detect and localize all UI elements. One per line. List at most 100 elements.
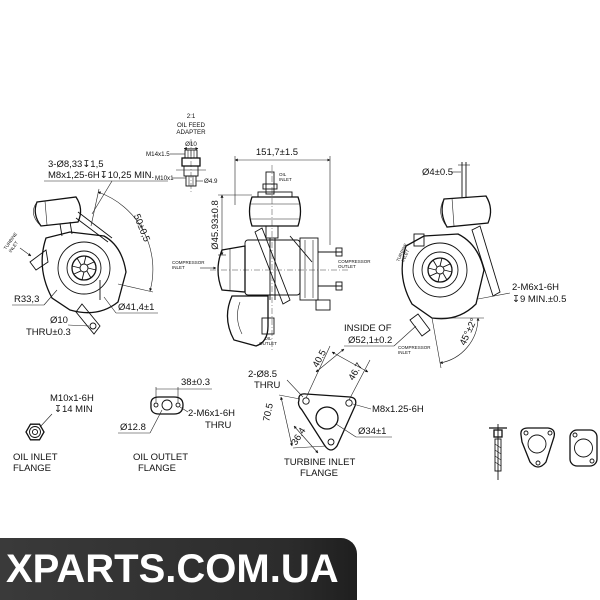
left-compressor-wheel bbox=[71, 255, 97, 281]
actuator-cap bbox=[257, 191, 293, 198]
oil-outlet-caption-line1: OIL OUTLET bbox=[133, 452, 188, 463]
right-actuator-bands bbox=[440, 197, 455, 228]
side-compressor-outlet-tag-line1: COMPRESSOR bbox=[338, 259, 371, 264]
oil-outlet-thread-leader bbox=[179, 406, 189, 413]
arc-extension-bottom bbox=[117, 283, 154, 293]
right-housing-outline bbox=[401, 233, 485, 320]
oil-inlet-flange: M10x1-6H ↧14 MIN OIL INLET FLANGE bbox=[13, 393, 94, 474]
flange-dim-label-d: 36.4 bbox=[289, 426, 308, 448]
flange-extension-c-top bbox=[278, 394, 301, 400]
oil-inlet-tag-line2: INLET bbox=[279, 177, 292, 182]
side-view: 151,7±1.5 Ø45.93±0.8 OIL INLET COMPRESSO… bbox=[172, 147, 371, 350]
adapter-diameter-label: Ø10 bbox=[185, 141, 197, 148]
outlet-lower-block bbox=[315, 299, 331, 311]
left-turbine-inlet-tab bbox=[29, 249, 49, 271]
turbine-volute bbox=[226, 295, 269, 347]
compressor-housing-side bbox=[217, 245, 246, 293]
actuator-stem bbox=[265, 225, 279, 239]
oil-outlet-diameter-label: Ø12.8 bbox=[120, 422, 146, 433]
right-view: Ø4±0.5 TURBINE INLET COMPRESSOR INLET IN… bbox=[344, 162, 566, 369]
turbine-flange-thru-label: THRU bbox=[254, 380, 281, 391]
adapter-bottom-thread-hatch bbox=[188, 176, 194, 186]
outlet-studs bbox=[318, 251, 342, 287]
oil-outlet-thru-label: THRU bbox=[205, 420, 232, 431]
flange-dim-label-a: 40.5 bbox=[311, 348, 329, 369]
oil-outlet-flange-plate bbox=[150, 396, 184, 415]
right-compressor-inlet-tag-line2: INLET bbox=[398, 350, 411, 355]
flange-dimension-c bbox=[280, 396, 293, 447]
adapter-scale: 2:1 bbox=[187, 113, 196, 120]
flange-dimension-b bbox=[331, 351, 369, 373]
oil-pipe-bolt-head bbox=[493, 429, 503, 438]
accessories bbox=[489, 424, 598, 480]
wastegate-actuator bbox=[248, 196, 302, 227]
inside-diameter-leader bbox=[393, 325, 417, 347]
angle-arc-dimension bbox=[439, 317, 480, 364]
left-wheel-blades bbox=[71, 255, 97, 281]
turbine-flange-diameter-leader bbox=[335, 423, 357, 438]
gasket-square-hole-2 bbox=[589, 458, 595, 464]
adapter-top-thread-label: M14x1.5 bbox=[146, 151, 170, 158]
oil-inlet-hole bbox=[31, 428, 39, 436]
gasket-square-hole-1 bbox=[572, 432, 578, 438]
gasket-triangular-bore bbox=[527, 434, 547, 454]
turbine-flange-thread-label: M8x1.25-6H bbox=[372, 404, 424, 415]
flange-dim-label-c: 70.5 bbox=[261, 402, 276, 422]
oil-outlet-flange: 38±0.3 Ø12.8 2-M6x1-6H THRU OIL OUTLET F… bbox=[118, 377, 235, 474]
actuator-bands bbox=[250, 203, 300, 220]
gasket-triangular-hole-2 bbox=[547, 430, 553, 436]
radius-leader bbox=[43, 289, 58, 306]
right-thread-leader bbox=[477, 292, 511, 300]
side-compressor-outlet-tag-line2: OUTLET bbox=[338, 264, 356, 269]
mounting-label-leader bbox=[91, 180, 113, 215]
actuator-bracket bbox=[254, 227, 291, 305]
oil-pipe-bolt-body bbox=[494, 438, 502, 472]
gasket-triangular-hole-1 bbox=[523, 430, 529, 436]
left-tab-hole bbox=[89, 322, 97, 330]
turbine-outlet-flange bbox=[299, 237, 319, 301]
wastegate-arm bbox=[289, 235, 313, 263]
adapter-top-thread-hatch bbox=[187, 150, 195, 158]
oil-inlet-pipe bbox=[265, 171, 275, 195]
outlet-diameter-label: Ø41,4±1 bbox=[118, 302, 154, 313]
tab-hole-label: Ø10 bbox=[50, 315, 68, 326]
oil-outlet-bore bbox=[161, 399, 173, 411]
oil-inlet-bore bbox=[29, 426, 41, 438]
turbine-flange-diameter-label: Ø34±1 bbox=[358, 426, 386, 437]
watermark-text: XPARTS.COM.UA bbox=[6, 547, 339, 591]
turbine-flange-hole-bottom bbox=[327, 438, 335, 446]
oil-outlet-tag-line1: OIL bbox=[264, 336, 272, 341]
right-compressor-wheel bbox=[427, 257, 453, 283]
inside-of-label: INSIDE OF bbox=[344, 323, 392, 334]
gasket-triangular bbox=[520, 427, 556, 468]
mounting-holes-label: 3-Ø8,33↧1,5 bbox=[48, 159, 104, 170]
left-actuator-bands bbox=[33, 200, 48, 227]
flange-dim-label-b: 46.7 bbox=[346, 361, 365, 383]
oil-inlet-depth-label: ↧14 MIN bbox=[54, 404, 93, 415]
right-wheel-blades bbox=[427, 257, 453, 283]
right-thread-label: 2-M6x1-6H bbox=[512, 282, 559, 293]
oil-outlet-spacing-extensions bbox=[155, 387, 179, 402]
oil-inlet-caption-line2: FLANGE bbox=[13, 463, 51, 474]
turbine-flange-opening bbox=[315, 406, 339, 430]
oil-outlet-diameter-leader bbox=[149, 409, 163, 434]
left-oil-outlet-tab bbox=[75, 303, 101, 335]
adapter-bottom-thread-label: M10x1 bbox=[155, 175, 174, 182]
right-bottom-flange bbox=[409, 313, 431, 337]
oil-outlet-stub bbox=[261, 317, 275, 335]
oil-inlet-caption-line1: OIL INLET bbox=[13, 452, 58, 463]
oil-inlet-hex bbox=[25, 423, 45, 441]
turbine-flange-caption-line1: TURBINE INLET bbox=[284, 457, 355, 468]
angle-extension-diagonal bbox=[431, 317, 442, 369]
oil-outlet-bolt-hole-left bbox=[153, 402, 159, 408]
oil-inlet-tag-line1: OIL bbox=[279, 172, 287, 177]
outlet-diameter-leader bbox=[103, 296, 117, 314]
outlet-stud-nut-top bbox=[335, 247, 343, 257]
right-turbine-inlet-tag-line2: INLET bbox=[400, 249, 410, 263]
arc-dimension-label: 50±0,5 bbox=[131, 213, 152, 244]
left-wastegate-actuator bbox=[34, 196, 82, 227]
inside-diameter-label: Ø52,1±0.2 bbox=[348, 335, 392, 346]
turbine-flange-holes-leader bbox=[286, 379, 304, 398]
oil-outlet-tag-line2: OUTLET bbox=[259, 341, 277, 346]
oil-outlet-thread-label: 2-M6x1-6H bbox=[188, 408, 235, 419]
